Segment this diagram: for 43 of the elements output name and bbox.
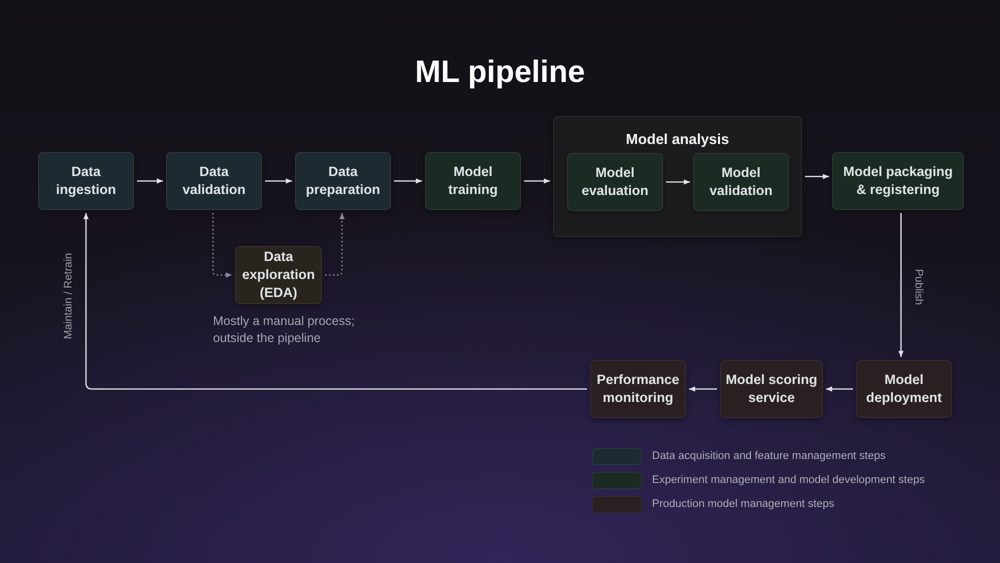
diagram-title: ML pipeline bbox=[414, 53, 586, 91]
process-box bbox=[693, 153, 789, 211]
edge-label: Publish bbox=[912, 268, 924, 306]
node-label: Data preparation bbox=[304, 163, 382, 199]
node-label: Model deployment bbox=[865, 371, 943, 407]
process-box bbox=[832, 152, 964, 210]
arrow bbox=[666, 179, 690, 185]
arrow bbox=[898, 213, 904, 357]
legend-text: Experiment management and model development steps bbox=[652, 474, 925, 487]
arrow bbox=[394, 178, 422, 184]
arrow bbox=[83, 213, 587, 390]
process-box bbox=[38, 152, 134, 210]
process-box bbox=[590, 360, 686, 418]
arrow bbox=[689, 386, 717, 392]
node-label: Model packaging & registering bbox=[842, 163, 954, 199]
dotted-arrow bbox=[325, 213, 345, 276]
node-label: Model training bbox=[447, 163, 499, 199]
legend-text: Data acquisition and feature management steps bbox=[652, 450, 886, 463]
legend-text: Production model management steps bbox=[652, 498, 834, 511]
node-label: Model validation bbox=[708, 164, 774, 200]
node-label: Model evaluation bbox=[580, 164, 650, 200]
arrow bbox=[137, 178, 163, 184]
process-box bbox=[235, 246, 322, 304]
group-title: Model analysis bbox=[624, 131, 730, 149]
process-box bbox=[295, 152, 391, 210]
group-panel bbox=[553, 116, 802, 237]
dotted-arrow bbox=[212, 213, 232, 278]
process-box bbox=[856, 360, 952, 418]
process-box bbox=[166, 152, 262, 210]
node-label: Data ingestion bbox=[55, 163, 117, 199]
node-label: Model scoring service bbox=[724, 371, 818, 407]
process-box bbox=[425, 152, 521, 210]
arrow bbox=[805, 174, 829, 180]
process-box bbox=[720, 360, 823, 418]
arrow bbox=[524, 178, 550, 184]
note-text: Mostly a manual process; outside the pipeline bbox=[213, 313, 356, 347]
edge-label: Maintain / Retrain bbox=[62, 252, 76, 340]
arrow bbox=[265, 178, 292, 184]
arrow bbox=[826, 386, 853, 392]
process-box bbox=[567, 153, 663, 211]
node-label: Data validation bbox=[181, 163, 246, 199]
node-label: Data exploration (EDA) bbox=[241, 248, 316, 302]
node-label: Performance monitoring bbox=[596, 371, 680, 407]
